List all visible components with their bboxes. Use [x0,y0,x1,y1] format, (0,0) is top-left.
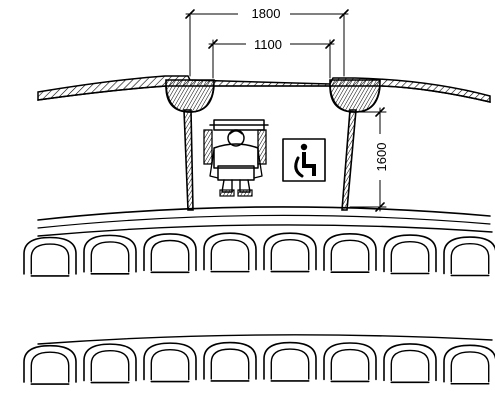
theatre-seat [263,341,317,382]
right-column [341,109,357,211]
wheelchair-user-icon [203,119,269,197]
theatre-seat [263,232,317,273]
theatre-seat [143,342,197,383]
theatre-seat [143,233,197,274]
right-column-cap [329,79,381,113]
theatre-seat [23,344,77,385]
theatre-seat [83,234,137,275]
depth-label: 1600 [374,143,389,172]
theatre-seat [83,343,137,384]
theatre-seat [443,236,495,277]
left-column-cap [165,79,215,113]
theatre-seat [443,344,495,385]
inner-width-label: 1100 [254,37,282,52]
theatre-seat [203,341,257,382]
dimension-depth: 1600 [349,107,390,212]
wheelchair-symbol-icon [282,138,326,182]
seat-row-1 [23,224,495,277]
outer-width-label: 1800 [252,6,281,21]
platform-edge [37,206,491,229]
left-column [183,109,194,211]
theatre-seat [23,236,77,277]
theatre-seat [323,342,377,383]
dimension-outer-width: 1800 [185,4,349,77]
theatre-seat [383,343,437,384]
theatre-seat [383,234,437,275]
back-wall [37,75,491,103]
seat-row-2 [23,334,495,385]
dimension-inner-width: 1100 [208,35,335,79]
theatre-seat [203,232,257,273]
theatre-seat [323,232,377,273]
